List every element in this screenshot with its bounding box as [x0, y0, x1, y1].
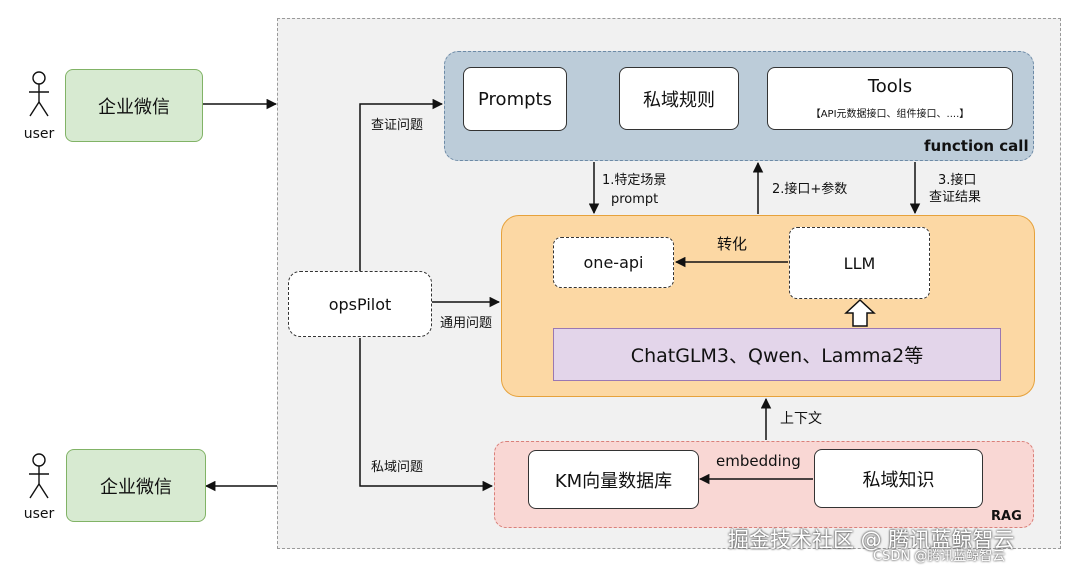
- hollow-up-arrow: [844, 298, 876, 327]
- wechat-node-top[interactable]: 企业微信: [65, 69, 203, 142]
- query-question-label: 查证问题: [371, 118, 424, 133]
- embedding-label: embedding: [716, 452, 801, 470]
- edge-query: [359, 98, 444, 272]
- edge-private: [359, 338, 494, 492]
- user-label-top: user: [23, 126, 55, 142]
- ops-pilot-node[interactable]: opsPilot: [288, 271, 432, 337]
- context-label: 上下文: [780, 411, 822, 427]
- step1-label-a: 1.特定场景: [602, 173, 667, 188]
- user-label-bottom: user: [23, 506, 55, 522]
- watermark-main: 掘金技术社区 @ 腾讯蓝鲸智云: [728, 528, 1015, 552]
- convert-label: 转化: [717, 235, 748, 253]
- wechat-node-bottom[interactable]: 企业微信: [66, 449, 206, 522]
- models-node[interactable]: ChatGLM3、Qwen、Lamma2等: [553, 328, 1001, 381]
- function-call-title: function call: [924, 137, 1029, 155]
- tools-node[interactable]: Tools 【API元数据接口、组件接口、....】: [767, 67, 1013, 130]
- private-question-label: 私域问题: [371, 460, 424, 475]
- step3-label-a: 3.接口: [938, 173, 977, 188]
- one-api-node[interactable]: one-api: [553, 237, 674, 288]
- llm-node[interactable]: LLM: [789, 227, 930, 299]
- rag-title: RAG: [991, 509, 1022, 524]
- step1-label-b: prompt: [611, 192, 659, 207]
- user-icon-bottom: [29, 453, 49, 499]
- general-question-label: 通用问题: [440, 316, 493, 331]
- prompts-node[interactable]: Prompts: [463, 67, 567, 131]
- km-vector-db-node[interactable]: KM向量数据库: [528, 450, 699, 509]
- private-knowledge-node[interactable]: 私域知识: [814, 449, 983, 508]
- step2-label: 2.接口+参数: [772, 182, 848, 197]
- step3-label-b: 查证结果: [929, 190, 982, 205]
- tools-title: Tools: [867, 76, 913, 97]
- watermark-sub: CSDN @腾讯蓝鲸智云: [873, 549, 1006, 564]
- user-icon-top: [29, 71, 49, 117]
- rules-node[interactable]: 私域规则: [619, 67, 739, 130]
- tools-subtitle: 【API元数据接口、组件接口、....】: [810, 109, 970, 120]
